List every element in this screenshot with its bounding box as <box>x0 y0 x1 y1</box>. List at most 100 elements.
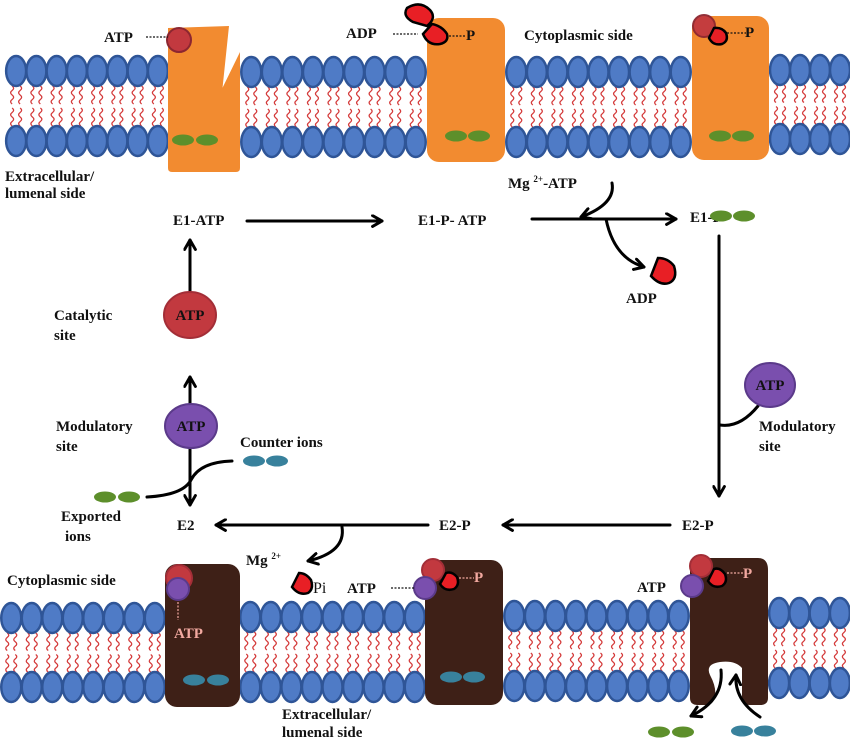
lipid-tail <box>510 86 515 106</box>
lipid-tail <box>530 86 535 106</box>
lipid-tail <box>652 630 657 650</box>
lipid-tail <box>111 107 116 127</box>
lipid-tail <box>569 652 575 672</box>
lipid-tail <box>9 85 15 105</box>
exported-ion <box>709 130 731 142</box>
lipid-head <box>503 669 526 703</box>
lipid-tail <box>66 632 71 652</box>
lipid-tail <box>253 86 258 106</box>
exported-ion <box>732 130 754 142</box>
lipid-head <box>646 599 670 633</box>
lipid-tail <box>327 86 332 106</box>
exported-ion <box>710 210 732 222</box>
lipid-tail <box>139 85 144 105</box>
lipid-tail <box>136 632 141 652</box>
counter-ions-label: Counter ions <box>240 435 323 451</box>
lipid-tail <box>801 84 807 104</box>
top-p-label-mid: P <box>466 28 475 44</box>
lipid-head <box>523 599 547 633</box>
modulatory-site-left-atp: ATP <box>164 403 218 449</box>
lipid-tail <box>244 631 249 651</box>
lipid-tail <box>577 652 583 672</box>
lipid-head <box>808 666 831 700</box>
lipid-tail <box>508 630 513 650</box>
lipid-head <box>605 669 629 703</box>
lipid-tail <box>355 86 361 106</box>
exported-ion <box>733 210 755 222</box>
lipid-tail <box>327 108 332 128</box>
lipid-tail <box>549 630 554 650</box>
atp-catalytic-bound <box>689 554 713 578</box>
lipid-head <box>301 125 325 159</box>
lipid-tail <box>293 653 298 673</box>
atp-modulatory-bound <box>680 574 704 598</box>
lipid-tail <box>326 631 331 651</box>
lipid-tail <box>148 632 153 652</box>
lipid-head <box>626 669 649 703</box>
lipid-tail <box>156 632 161 652</box>
lipid-head <box>281 55 304 89</box>
lipid-head <box>505 125 528 159</box>
lipid-tail <box>598 652 603 672</box>
lipid-head <box>4 124 28 158</box>
lipid-tail <box>516 630 521 650</box>
lipid-tail <box>95 653 100 673</box>
lipid-head <box>41 670 64 704</box>
lipid-tail <box>273 86 278 106</box>
lipid-tail <box>612 86 618 106</box>
lipid-head <box>341 600 365 634</box>
lipid-tail <box>334 631 339 651</box>
lipid-tail <box>139 107 144 127</box>
lipid-head <box>828 53 850 87</box>
lipid-tail <box>821 105 827 125</box>
lipid-tail <box>780 627 786 647</box>
exported-ions-label: Exported <box>61 509 122 525</box>
lipid-head <box>363 125 386 159</box>
lipid-tail <box>9 107 15 127</box>
lipid-tail <box>159 107 165 127</box>
lipid-head <box>25 124 48 158</box>
lipid-tail <box>265 86 270 106</box>
lipid-tail <box>264 631 269 651</box>
lipid-head <box>82 670 105 704</box>
lipid-tail <box>598 630 603 650</box>
lipid-tail <box>115 653 120 673</box>
lipid-head <box>363 55 386 89</box>
lipid-head <box>322 125 345 159</box>
pi-released-icon <box>290 571 314 595</box>
lipid-tail <box>793 105 799 125</box>
lipid-tail <box>98 107 104 127</box>
catalytic-site-label: Catalytic <box>54 308 113 324</box>
lipid-tail <box>306 108 312 128</box>
lipid-tail <box>119 85 124 105</box>
lipid-tail <box>375 631 380 651</box>
lipid-tail <box>5 632 10 652</box>
lipid-head <box>626 599 649 633</box>
lipid-head <box>669 55 692 89</box>
arrow-counter-ions-in <box>736 673 762 719</box>
lipid-tail <box>551 86 556 106</box>
lipid-tail <box>841 105 847 125</box>
lipid-tail <box>549 652 554 672</box>
exported-ion <box>196 134 218 146</box>
pump-e2-p-mid: P <box>413 558 503 705</box>
lipid-tail <box>801 105 807 125</box>
top-extracellular-label-2: lumenal side <box>5 186 86 202</box>
lipid-tail <box>571 86 577 106</box>
exported-ion <box>445 130 467 142</box>
lipid-head <box>523 669 547 703</box>
lipid-head <box>342 55 366 89</box>
lipid-head <box>321 670 344 704</box>
lipid-tail <box>13 653 18 673</box>
lipid-tail <box>151 85 157 105</box>
lipid-tail <box>58 107 63 127</box>
lipid-head <box>667 599 690 633</box>
lipid-tail <box>87 632 92 652</box>
lipid-tail <box>660 630 665 650</box>
lipid-head <box>382 670 406 704</box>
lipid-head <box>123 601 146 635</box>
lipid-tail <box>252 631 257 651</box>
lipid-tail <box>17 85 23 105</box>
bottom-p-label-right: P <box>743 566 752 582</box>
top-extracellular-label: Extracellular/ <box>5 169 95 185</box>
